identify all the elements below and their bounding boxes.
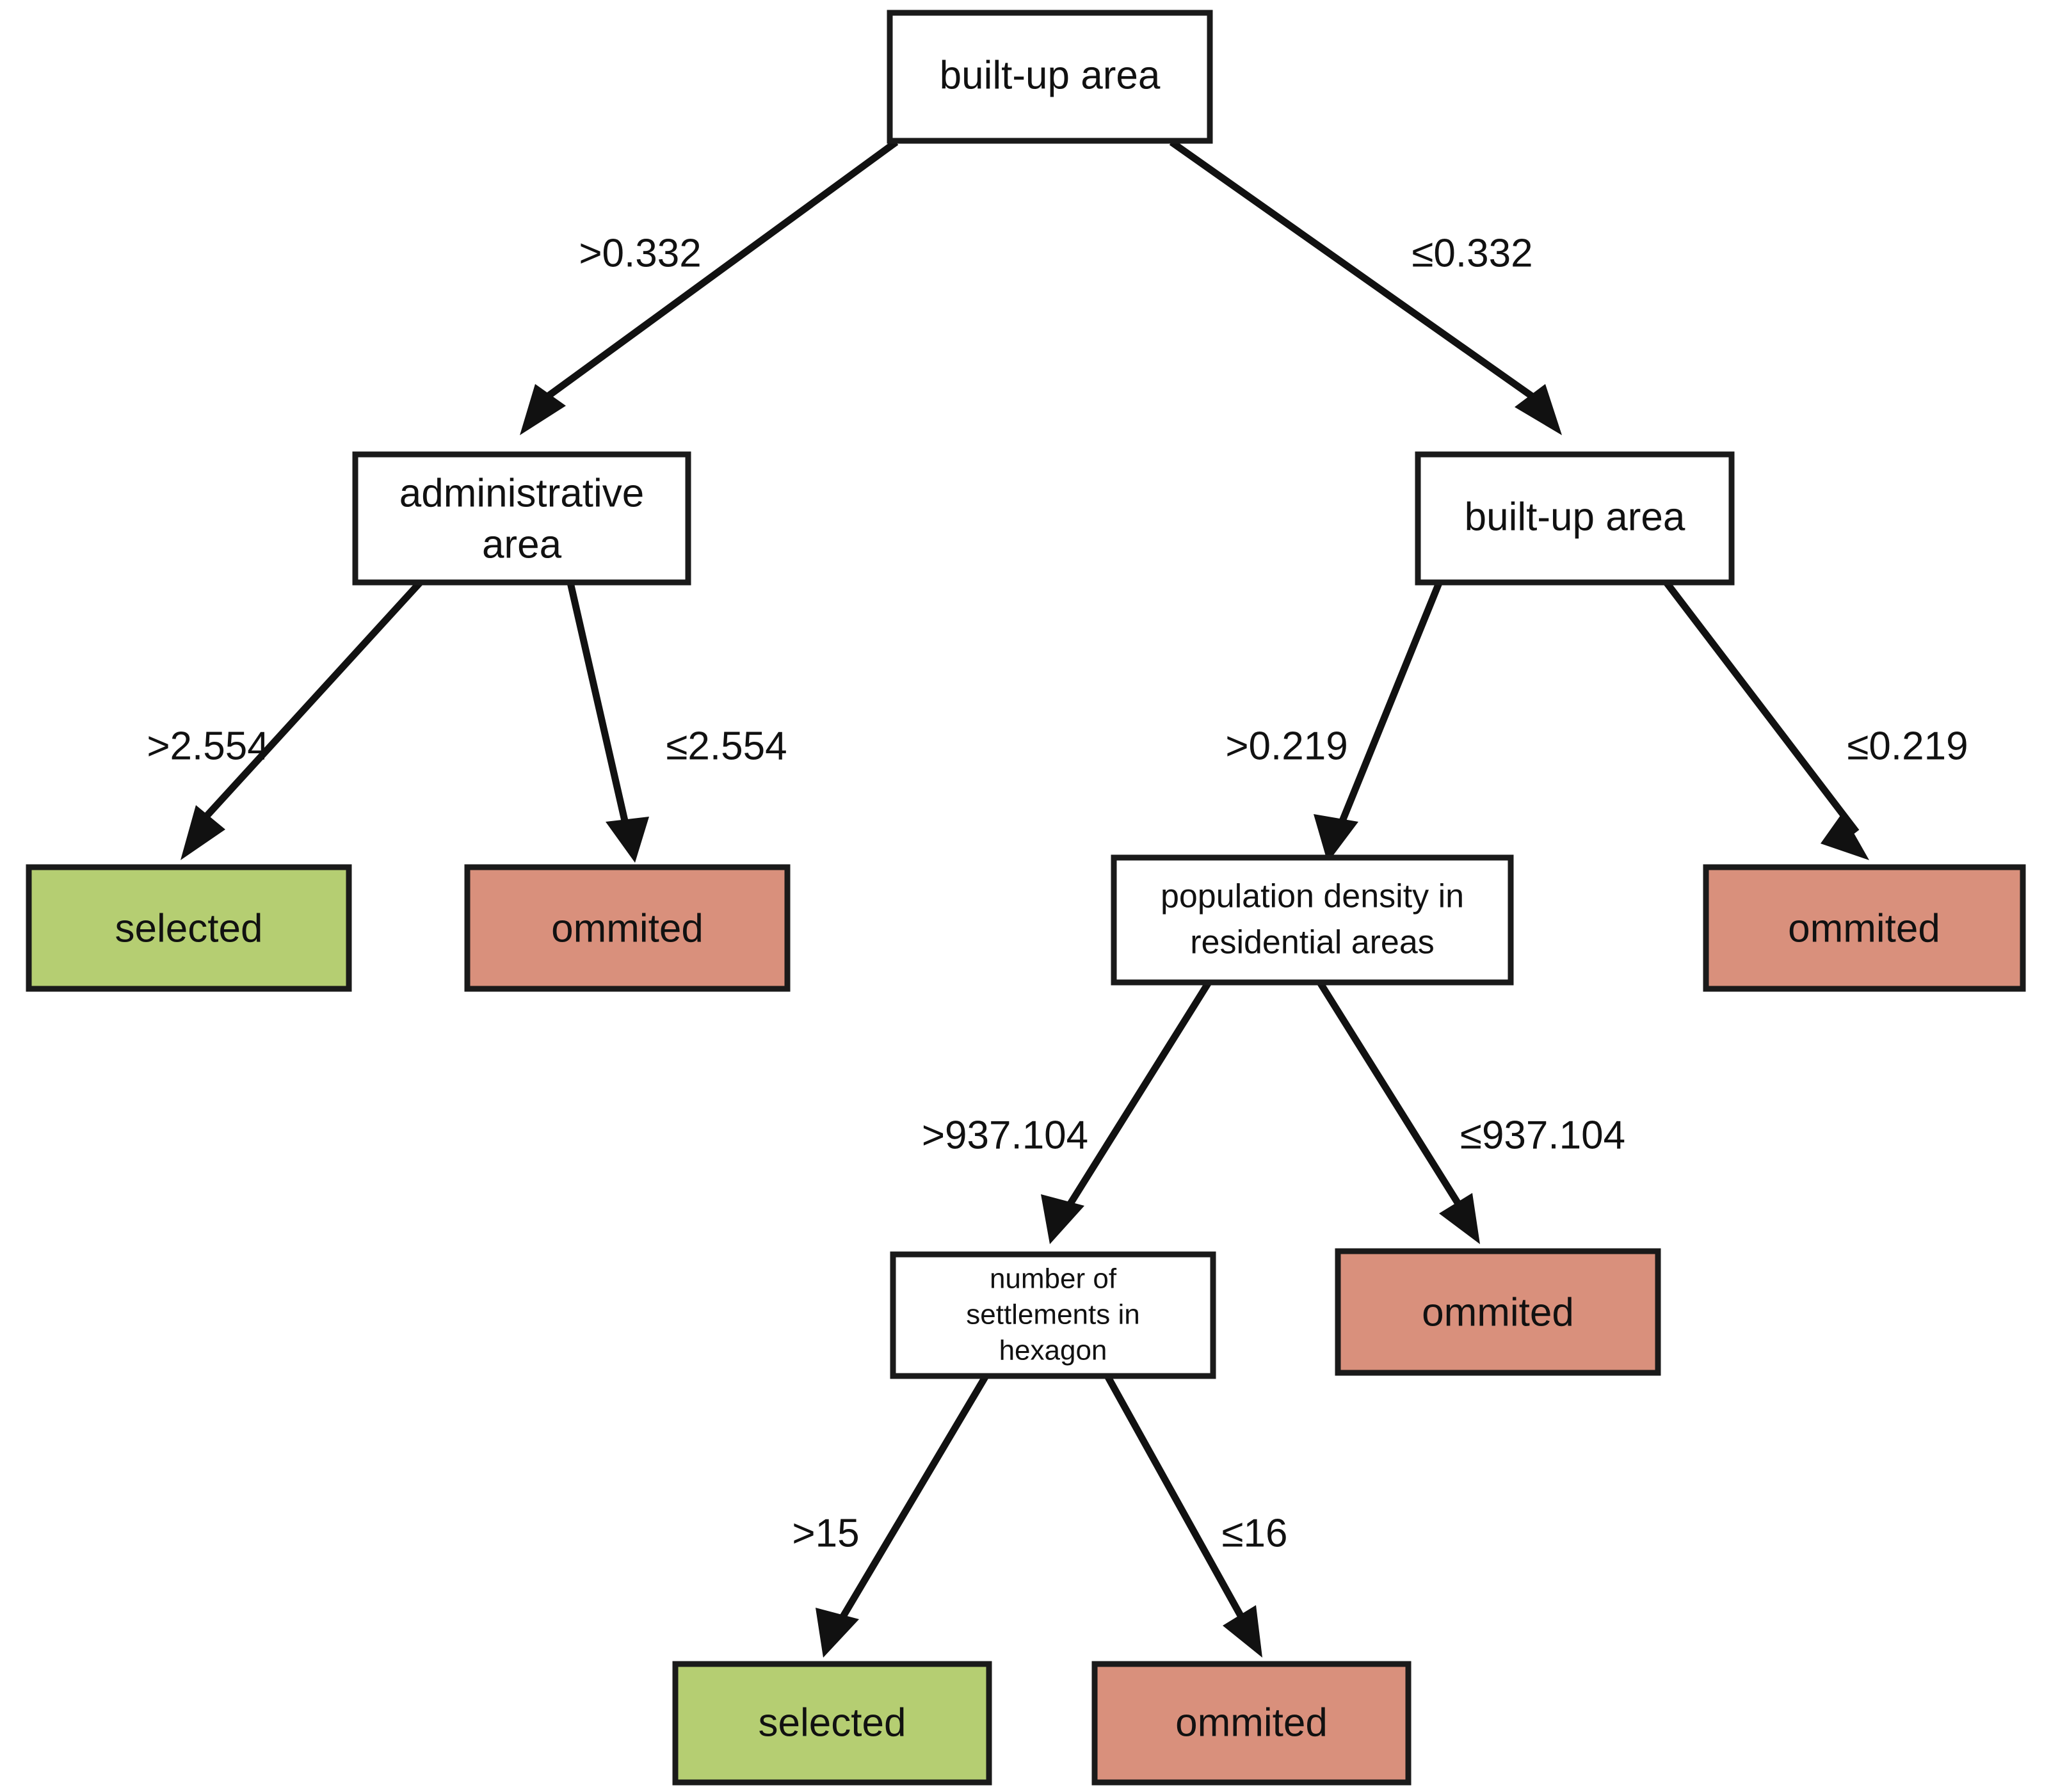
node-leaf-selected-1[interactable]: selected [26, 864, 352, 992]
edge-label: ≤0.219 [1847, 724, 1968, 768]
edge-label: ≤937.104 [1460, 1113, 1625, 1157]
edge-settlements-to-selected2: >15 [792, 1374, 989, 1658]
arrowhead-icon [816, 1608, 859, 1658]
edge-builtup2-to-popdensity: >0.219 [1225, 578, 1444, 863]
edge-line [1104, 1374, 1251, 1631]
edge-root-to-admin: >0.332 [520, 139, 899, 435]
node-administrative-area[interactable]: administrative area [352, 451, 691, 586]
node-population-density[interactable]: population density in residential areas [1111, 854, 1514, 986]
node-box[interactable] [26, 864, 352, 992]
node-label: ommited [1175, 1700, 1328, 1745]
edge-line [832, 1374, 989, 1631]
node-leaf-omitted-2[interactable]: ommited [1703, 864, 2026, 992]
arrowhead-icon [1041, 1194, 1084, 1244]
edge-label: >2.554 [147, 724, 269, 768]
node-box[interactable] [672, 1661, 992, 1786]
node-layer: built-up area administrative area built-… [26, 10, 2026, 1786]
arrowhead-icon [181, 805, 225, 860]
arrowhead-icon [1439, 1193, 1480, 1244]
node-box[interactable] [352, 451, 691, 586]
edge-label: >0.332 [579, 231, 701, 275]
edge-popdensity-to-omitted3: ≤937.104 [1315, 979, 1625, 1244]
node-built-up-area-2[interactable]: built-up area [1415, 451, 1735, 586]
arrowhead-icon [1223, 1605, 1262, 1658]
edge-line [1661, 577, 1860, 835]
node-box[interactable] [887, 10, 1213, 144]
node-label-line-3: hexagon [999, 1335, 1107, 1366]
node-label: selected [115, 906, 263, 950]
node-leaf-omitted-3[interactable]: ommited [1335, 1248, 1661, 1376]
arrowhead-icon [520, 384, 566, 435]
node-label-line-1: population density in [1161, 878, 1464, 915]
edge-line [189, 577, 426, 835]
edge-settlements-to-omitted4: ≤16 [1104, 1374, 1288, 1658]
edge-builtup2-to-omitted2: ≤0.219 [1661, 577, 1968, 860]
node-label-line-2: settlements in [966, 1299, 1139, 1331]
node-root[interactable]: built-up area [887, 10, 1213, 144]
node-label: built-up area [1465, 495, 1685, 539]
arrowhead-icon [1515, 384, 1562, 435]
edge-label: >0.219 [1225, 724, 1347, 768]
node-label: ommited [551, 906, 704, 950]
edge-line [566, 579, 631, 833]
edge-label: >15 [792, 1511, 859, 1555]
node-box[interactable] [1703, 864, 2026, 992]
node-label: selected [759, 1700, 906, 1745]
node-label: built-up area [940, 53, 1161, 97]
edge-label: ≤2.554 [666, 724, 787, 768]
edge-layer: >0.332 ≤0.332 >2.554 ≤2.554 >0.219 [147, 139, 1968, 1658]
edge-admin-to-omitted1: ≤2.554 [566, 579, 787, 863]
node-box[interactable] [464, 864, 791, 992]
node-box[interactable] [890, 1251, 1216, 1379]
node-box[interactable] [1091, 1661, 1412, 1786]
node-box[interactable] [1335, 1248, 1661, 1376]
node-label-line-2: residential areas [1190, 924, 1435, 961]
node-label-line-1: administrative [399, 471, 644, 515]
edge-line [1169, 139, 1552, 412]
node-box[interactable] [1111, 854, 1514, 986]
edge-label: ≤16 [1222, 1511, 1288, 1555]
node-leaf-selected-2[interactable]: selected [672, 1661, 992, 1786]
edge-label: >937.104 [922, 1113, 1088, 1157]
node-leaf-omitted-4[interactable]: ommited [1091, 1661, 1412, 1786]
edge-line [1334, 578, 1444, 834]
edge-line [1315, 979, 1469, 1218]
node-number-of-settlements[interactable]: number of settlements in hexagon [890, 1251, 1216, 1379]
node-label-line-1: number of [990, 1263, 1117, 1295]
node-label: ommited [1422, 1290, 1574, 1334]
node-leaf-omitted-1[interactable]: ommited [464, 864, 791, 992]
arrowhead-icon [1314, 814, 1358, 863]
edge-line [1059, 979, 1213, 1218]
edge-admin-to-selected1: >2.554 [147, 577, 426, 860]
arrowhead-icon [1821, 813, 1869, 860]
node-box[interactable] [1415, 451, 1735, 586]
edge-line [529, 139, 899, 412]
edge-popdensity-to-settlements: >937.104 [922, 979, 1213, 1244]
node-label: ommited [1788, 906, 1940, 950]
edge-label: ≤0.332 [1412, 231, 1532, 275]
arrowhead-icon [606, 817, 649, 863]
edge-root-to-builtup2: ≤0.332 [1169, 139, 1562, 435]
node-label-line-2: area [482, 522, 562, 566]
